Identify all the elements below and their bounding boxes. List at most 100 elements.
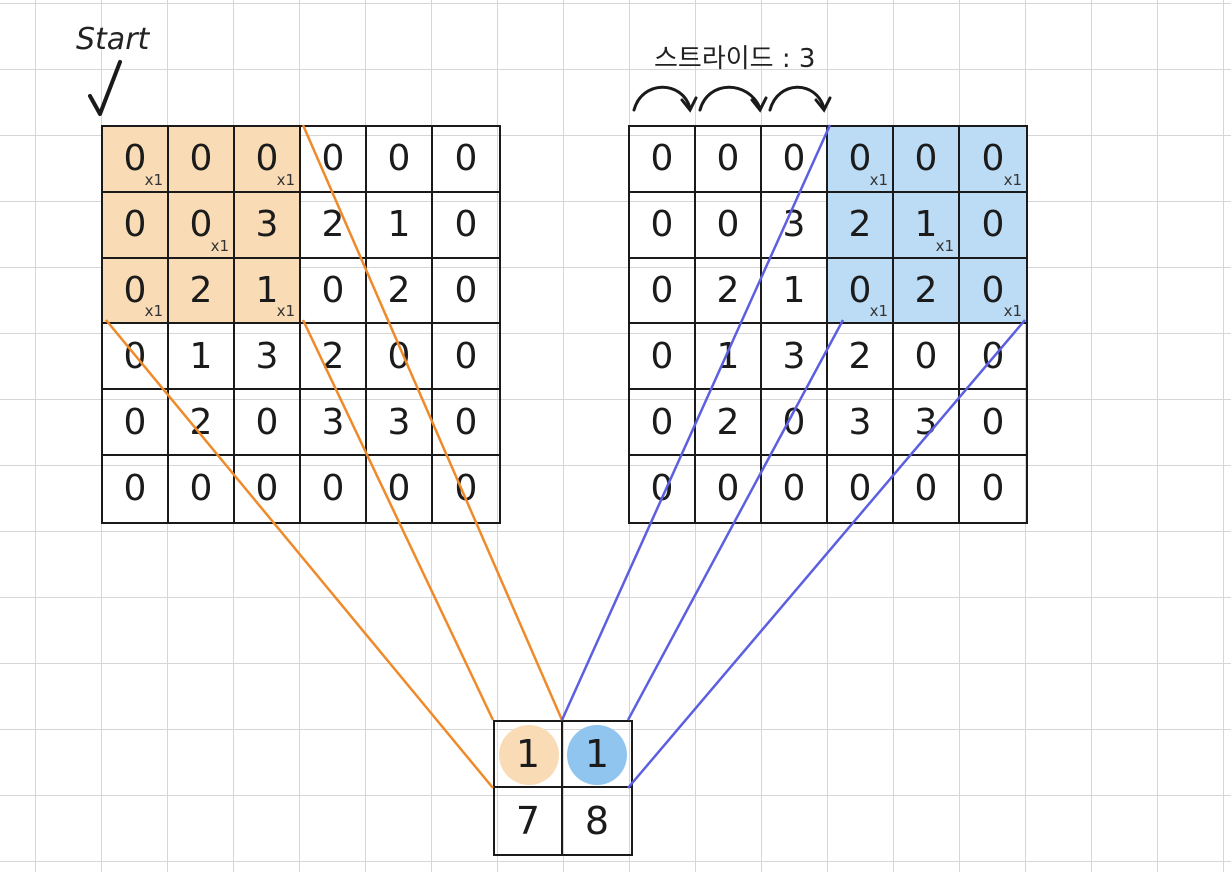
matrix-cell: 0: [103, 192, 169, 259]
cell-value: 0: [454, 468, 478, 510]
matrix-cell: 0: [433, 390, 499, 456]
matrix-cell: 0: [103, 324, 169, 391]
stride-arrow-icon: [632, 85, 692, 112]
cell-value: 0: [914, 468, 938, 510]
matrix-cell: 0: [169, 127, 235, 193]
cell-value: 0: [914, 335, 938, 377]
matrix-cell: 2: [367, 258, 433, 325]
cell-value: 2: [716, 401, 740, 443]
cell-value: 0: [387, 138, 411, 180]
matrix-cell: 3: [367, 390, 433, 456]
output-cell: 1: [563, 722, 631, 788]
cell-value: 0: [189, 204, 213, 246]
matrix-cell: 2: [301, 192, 367, 259]
cell-value: 1: [782, 269, 806, 311]
matrix-cell: 0: [103, 390, 169, 456]
matrix-cell: 0: [696, 127, 762, 193]
cell-value: 0: [981, 269, 1005, 311]
matrix-cell: 0: [103, 455, 169, 522]
matrix-cell: 0: [960, 324, 1026, 391]
cell-value: 0: [321, 269, 345, 311]
matrix-cell: 2: [696, 390, 762, 456]
matrix-cell: 0: [894, 324, 960, 391]
matrix-cell: 3: [894, 390, 960, 456]
matrix-cell: 0: [762, 127, 828, 193]
matrix-cell: 0: [367, 324, 433, 391]
cell-value: 0: [454, 204, 478, 246]
cell-value: 0: [650, 269, 674, 311]
cell-value: 0: [848, 138, 872, 180]
cell-value: 0: [123, 468, 147, 510]
matrix-cell: 2: [696, 258, 762, 325]
cell-value: 3: [914, 401, 938, 443]
cell-value: 3: [848, 401, 872, 443]
kernel-weight-label: x1: [869, 302, 888, 321]
matrix-cell: 0: [828, 455, 894, 522]
matrix-cell: 1: [169, 324, 235, 391]
cell-value: 0: [387, 468, 411, 510]
stride-arrows: [632, 85, 832, 113]
matrix-cell: 2: [894, 258, 960, 325]
stride-label: 스트라이드 : 3: [654, 44, 816, 74]
cell-value: 3: [321, 401, 345, 443]
kernel-weight-label: x1: [144, 170, 163, 189]
matrix-cell: 0: [367, 455, 433, 522]
cell-value: 0: [454, 269, 478, 311]
cell-value: 0: [321, 468, 345, 510]
matrix-cell: 0: [630, 455, 696, 522]
matrix-cell: 2: [169, 258, 235, 325]
cell-value: 0: [650, 204, 674, 246]
matrix-cell: 1: [696, 324, 762, 391]
matrix-cell: 2: [169, 390, 235, 456]
cell-value: 3: [782, 335, 806, 377]
matrix-cell: 0: [960, 192, 1026, 259]
highlight-circle-orange: [499, 725, 559, 785]
matrix-cell: 0: [960, 456, 1026, 522]
stride-arrow-icon: [750, 96, 768, 113]
cell-value: 0: [981, 204, 1005, 246]
matrix-cell: 0: [169, 455, 235, 522]
output-cell: 7: [495, 788, 563, 854]
matrix-cell: 0: [762, 390, 828, 456]
cell-value: 2: [321, 204, 345, 246]
matrix-cell: 3: [235, 192, 301, 259]
cell-value: 2: [848, 204, 872, 246]
matrix-cell: 0: [630, 192, 696, 259]
cell-value: 0: [848, 269, 872, 311]
cell-value: 0: [321, 138, 345, 180]
matrix-cell: 1: [762, 258, 828, 325]
cell-value: 2: [848, 335, 872, 377]
cell-value: 1: [716, 335, 740, 377]
stride-arrow-icon: [814, 96, 832, 113]
cell-value: 0: [387, 335, 411, 377]
cell-value: 0: [650, 468, 674, 510]
cell-value: 2: [321, 335, 345, 377]
cell-value: 0: [981, 138, 1005, 180]
kernel-weight-label: x1: [276, 170, 295, 189]
matrix-cell: 1: [367, 192, 433, 259]
matrix-cell: 3: [762, 192, 828, 259]
cell-value: 0: [255, 468, 279, 510]
matrix-cell: 0: [630, 127, 696, 193]
cell-value: 0: [123, 401, 147, 443]
matrix-cell: 2: [828, 192, 894, 259]
cell-value: 0: [123, 269, 147, 311]
matrix-cell: 0: [433, 259, 499, 325]
kernel-weight-label: x1: [276, 302, 295, 321]
start-label: Start: [76, 22, 150, 57]
cell-value: 0: [981, 335, 1005, 377]
cell-value: 0: [123, 138, 147, 180]
matrix-cell: 0: [630, 390, 696, 456]
matrix-cell: 0: [894, 127, 960, 193]
matrix-cell: 2: [301, 324, 367, 391]
cell-value: 2: [914, 269, 938, 311]
cell-value: 0: [650, 335, 674, 377]
cell-value: 0: [716, 468, 740, 510]
cell-value: 1: [914, 204, 938, 246]
matrix-cell: 0: [301, 258, 367, 325]
